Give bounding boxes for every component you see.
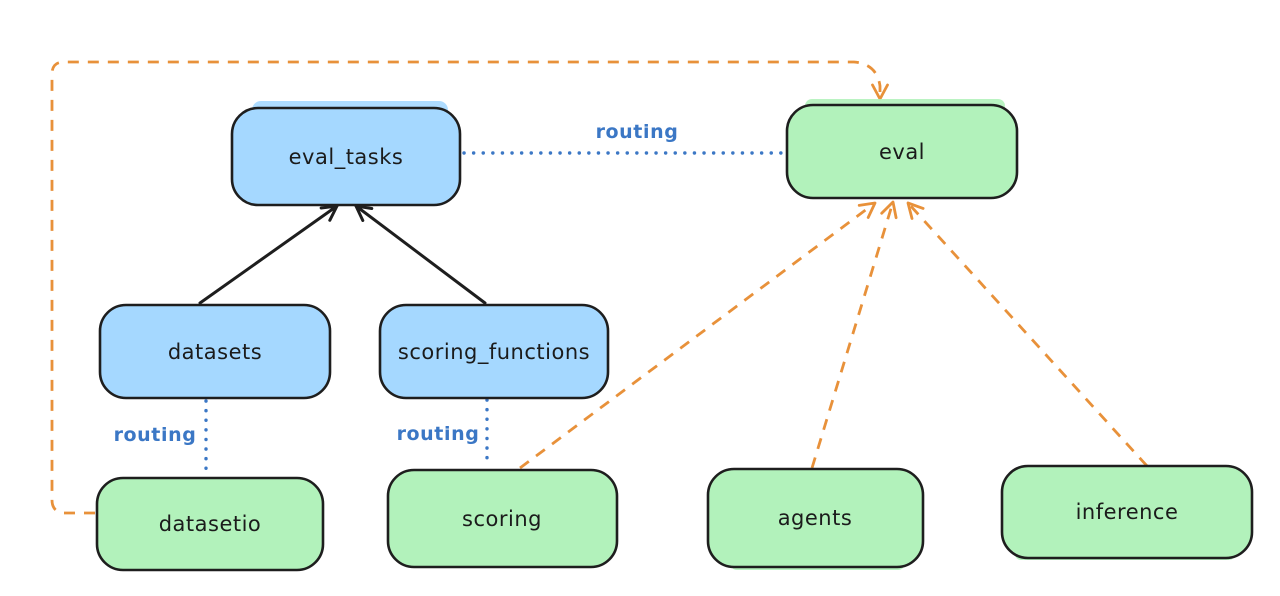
- node-eval: eval: [785, 99, 1019, 200]
- node-box: [785, 103, 1019, 200]
- node-box: [98, 303, 332, 400]
- node-label: scoring_functions: [398, 340, 590, 365]
- node-box: [230, 106, 462, 207]
- arrowhead-icon: [857, 201, 877, 219]
- edge-line: [906, 202, 1149, 467]
- edge-datasets-datasetio: routing: [114, 399, 208, 476]
- node-label: inference: [1076, 500, 1179, 524]
- node-label: datasetio: [159, 512, 262, 536]
- node-label: eval: [879, 140, 925, 164]
- node-label: eval_tasks: [289, 145, 404, 170]
- node-box: [378, 303, 610, 400]
- edge-line: [354, 204, 487, 305]
- edge-label-routing: routing: [114, 424, 197, 446]
- node-scoring-functions: scoring_functions: [378, 303, 610, 400]
- edge-agents-eval: [810, 200, 898, 469]
- node-scoring: scoring: [386, 468, 619, 569]
- node-label: agents: [778, 506, 853, 530]
- node-datasets: datasets: [98, 303, 332, 400]
- node-box: [706, 467, 925, 569]
- edge-line: [50, 60, 882, 515]
- edge-scoring-functions-eval-tasks: [354, 204, 487, 305]
- node-box: [1000, 464, 1254, 560]
- edge-datasets-eval-tasks: [198, 204, 339, 305]
- edge-line: [810, 201, 895, 469]
- node-inference: inference: [1000, 464, 1254, 560]
- edge-line: [198, 204, 339, 305]
- edge-label-routing: routing: [397, 423, 480, 445]
- edge-eval-tasks-eval: routing: [462, 121, 786, 155]
- node-label: datasets: [168, 340, 262, 364]
- node-datasetio: datasetio: [95, 476, 325, 572]
- node-label: scoring: [462, 507, 542, 531]
- edge-label-routing: routing: [596, 121, 679, 143]
- node-agents: agents: [706, 467, 925, 570]
- edge-inference-eval: [906, 201, 1149, 467]
- arrowhead-icon: [906, 201, 925, 220]
- edge-scoring-eval: [519, 201, 877, 470]
- node-eval-tasks: eval_tasks: [230, 101, 462, 207]
- node-box: [386, 468, 619, 569]
- arrowhead-icon: [880, 200, 898, 220]
- edge-scoring-functions-scoring: routing: [397, 398, 489, 469]
- node-box: [95, 476, 325, 572]
- edge-line: [519, 201, 876, 470]
